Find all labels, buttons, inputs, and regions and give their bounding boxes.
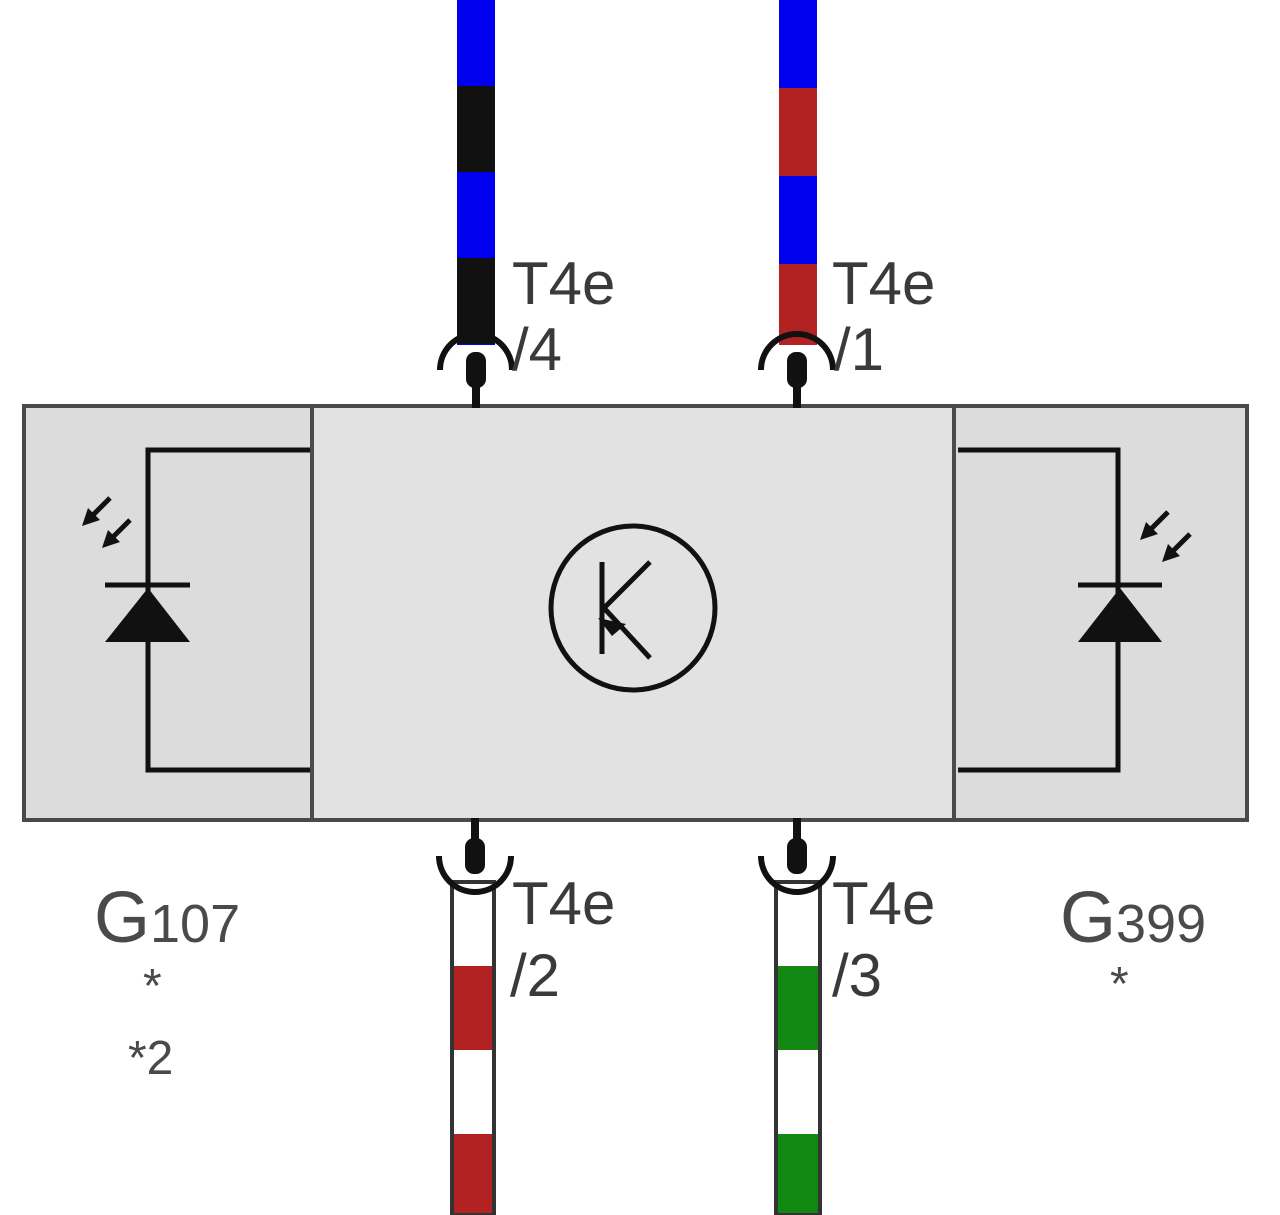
wire-segment bbox=[779, 0, 817, 88]
pin-label: /3 bbox=[832, 942, 882, 1009]
wire-segment bbox=[779, 176, 817, 264]
component-number: 399 bbox=[1116, 894, 1206, 954]
component-label-g107: G107 bbox=[94, 878, 240, 958]
connector-label: T4e bbox=[832, 250, 935, 317]
wire-t4e-1 bbox=[779, 0, 817, 345]
wire-segment bbox=[457, 172, 495, 258]
connector-label: T4e bbox=[512, 250, 615, 317]
photodiode-icon bbox=[82, 447, 310, 773]
wire-segment bbox=[776, 966, 820, 1050]
pin-label: /4 bbox=[512, 316, 562, 383]
wire-segment bbox=[776, 882, 820, 966]
wire-segment bbox=[457, 344, 495, 345]
component-number: 107 bbox=[150, 894, 240, 954]
wire-t4e-3 bbox=[774, 880, 822, 1215]
wire-segment bbox=[452, 882, 494, 966]
wire-t4e-4 bbox=[457, 0, 495, 345]
wire-segment bbox=[457, 86, 495, 172]
component-mark: * bbox=[1110, 958, 1129, 1011]
wire-segment bbox=[457, 258, 495, 344]
wire-segment bbox=[457, 0, 495, 86]
component-letter: G bbox=[1060, 878, 1116, 958]
pin-label: /1 bbox=[834, 316, 884, 383]
wire-segment bbox=[776, 1050, 820, 1134]
pin-label: /2 bbox=[510, 942, 560, 1009]
wire-segment bbox=[776, 1134, 820, 1215]
wire-segment bbox=[452, 1050, 494, 1134]
terminal-t4e-4 bbox=[437, 331, 515, 408]
wire-segment bbox=[452, 1134, 494, 1215]
wire-outline bbox=[774, 880, 822, 1215]
component-note: *2 bbox=[128, 1032, 173, 1085]
terminal-t4e-3 bbox=[758, 818, 836, 895]
wire-outline bbox=[450, 880, 496, 1215]
component-label-g399: G399 bbox=[1060, 878, 1206, 958]
wire-segment bbox=[452, 966, 494, 1050]
component-mark: * bbox=[143, 960, 162, 1013]
component-letter: G bbox=[94, 878, 150, 958]
connector-label: T4e bbox=[832, 870, 935, 937]
connector-label: T4e bbox=[512, 870, 615, 937]
wire-t4e-2 bbox=[450, 880, 496, 1215]
terminal-t4e-2 bbox=[436, 818, 514, 895]
center-section bbox=[310, 404, 956, 822]
terminal-t4e-1 bbox=[758, 331, 836, 408]
transistor-icon bbox=[548, 523, 718, 693]
photodiode-icon bbox=[958, 447, 1192, 773]
wire-segment bbox=[779, 88, 817, 176]
sensor-module-housing bbox=[22, 404, 1249, 822]
